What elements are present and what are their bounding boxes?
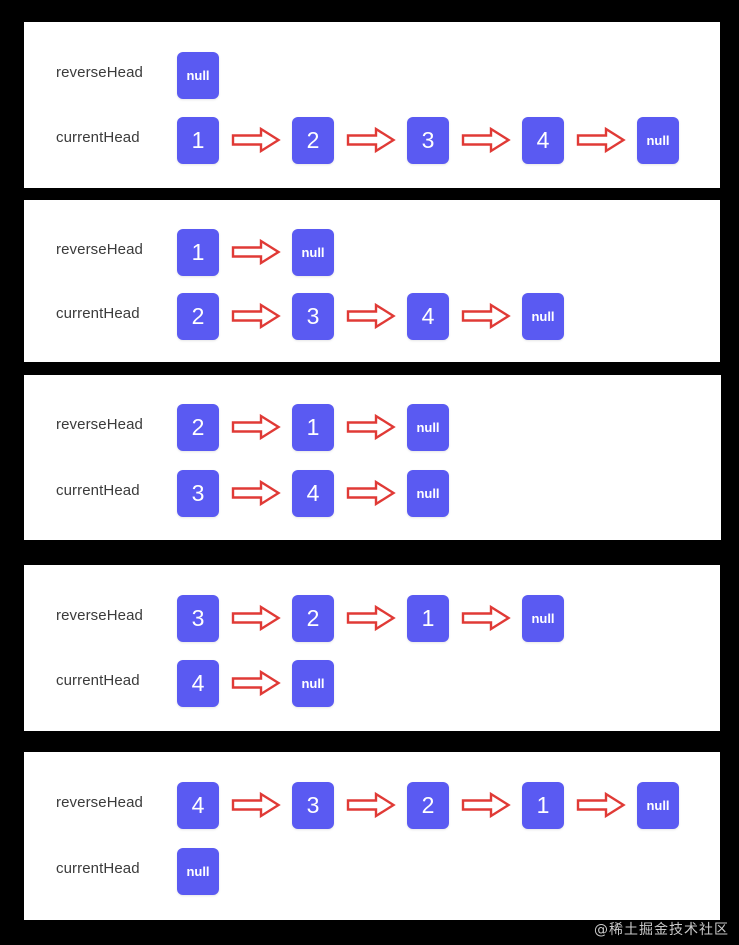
list-node-value: 3 xyxy=(292,781,334,829)
next-pointer-arrow-icon xyxy=(219,598,292,638)
next-pointer-arrow-icon xyxy=(219,232,292,272)
list-node-null: null xyxy=(292,228,334,276)
label-reverse-head: reverseHead xyxy=(56,607,143,624)
linked-list-chain: null xyxy=(177,49,219,101)
list-node-null: null xyxy=(637,116,679,164)
next-pointer-arrow-icon xyxy=(449,785,522,825)
label-reverse-head: reverseHead xyxy=(56,241,143,258)
list-node-value: 4 xyxy=(177,659,219,707)
step-panel: reverseHead 2 1 null currentHead 3 4 null xyxy=(24,375,721,540)
list-node-null: null xyxy=(637,781,679,829)
list-node-null: null xyxy=(407,469,449,517)
label-reverse-head: reverseHead xyxy=(56,794,143,811)
label-current-head: currentHead xyxy=(56,672,140,689)
list-node-value: 2 xyxy=(407,781,449,829)
pointer-row: reverseHead 3 2 1 null xyxy=(24,592,720,644)
linked-list-chain: 4 3 2 1 null xyxy=(177,779,679,831)
list-node-value: 4 xyxy=(407,292,449,340)
pointer-row: currentHead null xyxy=(24,845,720,897)
list-node-value: 2 xyxy=(177,403,219,451)
next-pointer-arrow-icon xyxy=(449,296,522,336)
label-reverse-head: reverseHead xyxy=(56,416,143,433)
list-node-null: null xyxy=(177,847,219,895)
next-pointer-arrow-icon xyxy=(334,296,407,336)
next-pointer-arrow-icon xyxy=(219,407,292,447)
pointer-row: reverseHead 4 3 2 1 null xyxy=(24,779,720,831)
list-node-value: 2 xyxy=(292,594,334,642)
pointer-row: currentHead 2 3 4 null xyxy=(24,290,720,342)
next-pointer-arrow-icon xyxy=(219,663,292,703)
pointer-row: currentHead 1 2 3 4 null xyxy=(24,114,720,166)
label-current-head: currentHead xyxy=(56,860,140,877)
next-pointer-arrow-icon xyxy=(334,407,407,447)
list-node-null: null xyxy=(407,403,449,451)
list-node-value: 1 xyxy=(407,594,449,642)
list-node-value: 4 xyxy=(177,781,219,829)
next-pointer-arrow-icon xyxy=(449,120,522,160)
linked-list-chain: null xyxy=(177,845,219,897)
label-current-head: currentHead xyxy=(56,129,140,146)
next-pointer-arrow-icon xyxy=(219,120,292,160)
list-node-null: null xyxy=(522,594,564,642)
list-node-null: null xyxy=(177,51,219,99)
linked-list-chain: 4 null xyxy=(177,657,334,709)
list-node-value: 1 xyxy=(177,228,219,276)
next-pointer-arrow-icon xyxy=(219,296,292,336)
list-node-value: 2 xyxy=(177,292,219,340)
next-pointer-arrow-icon xyxy=(334,120,407,160)
next-pointer-arrow-icon xyxy=(564,785,637,825)
linked-list-chain: 2 1 null xyxy=(177,401,449,453)
list-node-null: null xyxy=(292,659,334,707)
step-panel: reverseHead null currentHead 1 2 3 4 null xyxy=(24,22,720,188)
label-reverse-head: reverseHead xyxy=(56,64,143,81)
next-pointer-arrow-icon xyxy=(219,473,292,513)
list-node-value: 1 xyxy=(522,781,564,829)
pointer-row: reverseHead null xyxy=(24,49,720,101)
next-pointer-arrow-icon xyxy=(334,598,407,638)
step-panel: reverseHead 3 2 1 null currentHead 4 null xyxy=(24,565,720,731)
linked-list-chain: 3 2 1 null xyxy=(177,592,564,644)
pointer-row: currentHead 4 null xyxy=(24,657,720,709)
step-panel: reverseHead 1 null currentHead 2 3 4 null xyxy=(24,200,720,362)
linked-list-chain: 1 null xyxy=(177,226,334,278)
pointer-row: reverseHead 1 null xyxy=(24,226,720,278)
watermark-text: @稀土掘金技术社区 xyxy=(594,922,729,938)
list-node-null: null xyxy=(522,292,564,340)
next-pointer-arrow-icon xyxy=(334,473,407,513)
list-node-value: 3 xyxy=(407,116,449,164)
list-node-value: 4 xyxy=(292,469,334,517)
pointer-row: currentHead 3 4 null xyxy=(24,467,721,519)
pointer-row: reverseHead 2 1 null xyxy=(24,401,721,453)
next-pointer-arrow-icon xyxy=(449,598,522,638)
label-current-head: currentHead xyxy=(56,305,140,322)
list-node-value: 1 xyxy=(292,403,334,451)
linked-list-chain: 2 3 4 null xyxy=(177,290,564,342)
label-current-head: currentHead xyxy=(56,482,140,499)
next-pointer-arrow-icon xyxy=(564,120,637,160)
step-panel: reverseHead 4 3 2 1 null currentHead null xyxy=(24,752,720,920)
list-node-value: 2 xyxy=(292,116,334,164)
list-node-value: 3 xyxy=(292,292,334,340)
next-pointer-arrow-icon xyxy=(219,785,292,825)
next-pointer-arrow-icon xyxy=(334,785,407,825)
list-node-value: 1 xyxy=(177,116,219,164)
linked-list-chain: 1 2 3 4 null xyxy=(177,114,679,166)
linked-list-chain: 3 4 null xyxy=(177,467,449,519)
list-node-value: 3 xyxy=(177,594,219,642)
list-node-value: 3 xyxy=(177,469,219,517)
list-node-value: 4 xyxy=(522,116,564,164)
